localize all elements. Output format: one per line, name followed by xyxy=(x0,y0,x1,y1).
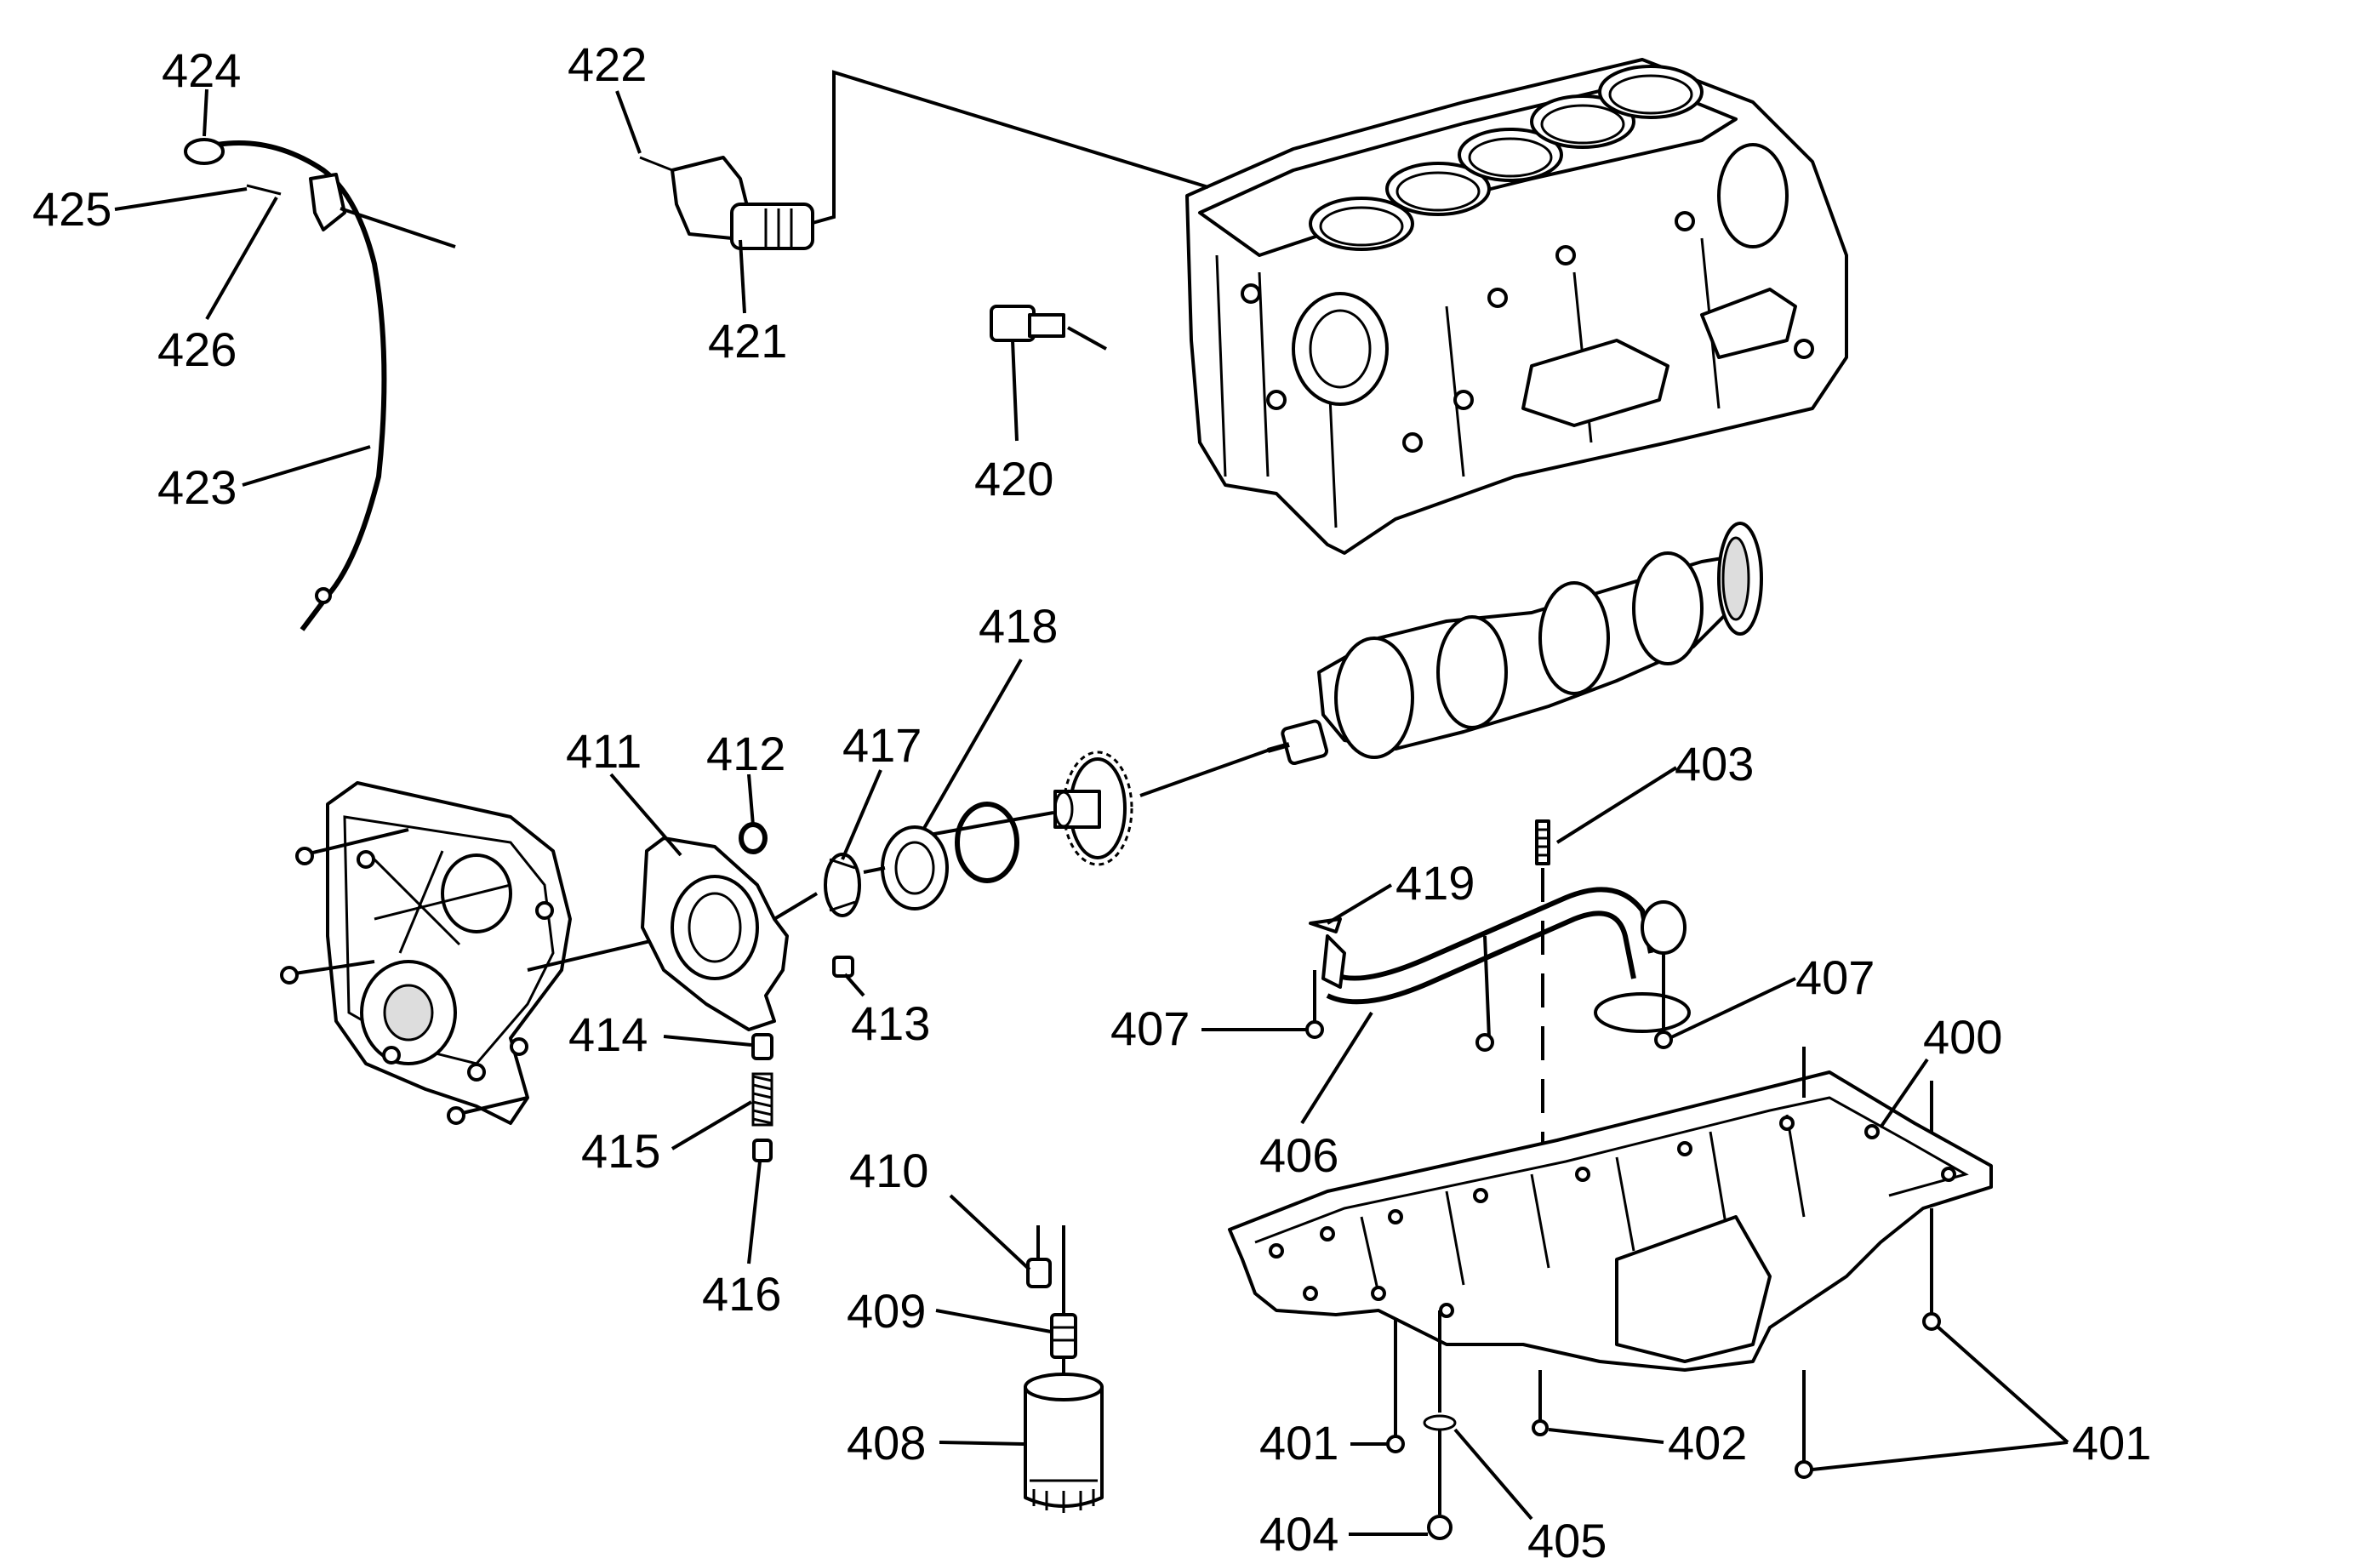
cover-bolts xyxy=(280,828,528,1125)
oil-filter xyxy=(1024,1373,1104,1513)
callout-401-right: 401 xyxy=(2072,1416,2151,1470)
callout-404: 404 xyxy=(1259,1507,1338,1561)
callout-407-right: 407 xyxy=(1795,950,1875,1004)
pan-bolts xyxy=(1386,1047,1941,1479)
callout-425: 425 xyxy=(32,182,111,236)
callout-424: 424 xyxy=(162,43,241,97)
pickup-bolt-right xyxy=(1654,953,1673,1049)
callout-415: 415 xyxy=(581,1124,660,1178)
filter-adapter xyxy=(1026,1225,1052,1288)
callout-406: 406 xyxy=(1259,1128,1338,1182)
callout-422: 422 xyxy=(568,37,647,91)
callout-408: 408 xyxy=(847,1416,926,1470)
front-cover xyxy=(326,781,572,1125)
engine-block xyxy=(1185,58,1848,555)
dipstick-tube xyxy=(184,138,387,631)
callout-405: 405 xyxy=(1527,1514,1607,1564)
drain-plug xyxy=(1423,1310,1457,1540)
oil-pickup-tube xyxy=(1309,887,1691,1033)
callout-412: 412 xyxy=(706,727,785,780)
callout-403: 403 xyxy=(1675,737,1754,791)
callout-421: 421 xyxy=(708,314,787,368)
dipstick-bolt xyxy=(246,184,282,196)
callout-413: 413 xyxy=(851,996,930,1050)
relief-valve xyxy=(752,1139,773,1162)
stud xyxy=(1535,819,1550,865)
callout-423: 423 xyxy=(157,460,237,514)
crank-centerline xyxy=(1139,747,1273,797)
reluctor-ring xyxy=(881,825,949,910)
filter-fitting xyxy=(1050,1313,1077,1359)
oil-pressure-sensor xyxy=(990,305,1065,342)
pump-rotor xyxy=(824,853,861,917)
callout-401-left: 401 xyxy=(1259,1416,1338,1470)
valve-bolt xyxy=(639,156,673,172)
callout-410: 410 xyxy=(849,1144,928,1197)
pan-fastener xyxy=(1532,1370,1549,1436)
oil-control-valve xyxy=(671,156,814,250)
relief-valve-spring xyxy=(751,1072,773,1127)
crank-sprocket xyxy=(1053,751,1133,866)
callout-407-left: 407 xyxy=(1110,1002,1190,1055)
callout-414: 414 xyxy=(568,1007,648,1061)
pickup-nut xyxy=(1475,1033,1494,1052)
callout-400: 400 xyxy=(1923,1010,2002,1064)
callout-426: 426 xyxy=(157,323,237,376)
leader-lines xyxy=(114,88,2069,1536)
pump-plug xyxy=(832,956,854,978)
pickup-bolt-left xyxy=(1305,970,1324,1039)
o-ring xyxy=(955,802,1019,883)
callout-416: 416 xyxy=(702,1267,781,1321)
callout-417: 417 xyxy=(842,718,922,772)
callout-420: 420 xyxy=(974,452,1053,505)
oil-pump-housing xyxy=(641,836,789,1031)
callout-419: 419 xyxy=(1395,856,1475,910)
callout-411: 411 xyxy=(566,724,642,778)
callout-418: 418 xyxy=(979,599,1058,653)
relief-valve-plug xyxy=(751,1033,773,1060)
callout-409: 409 xyxy=(847,1284,926,1338)
pump-seal xyxy=(739,822,768,854)
callout-402: 402 xyxy=(1668,1416,1747,1470)
crankshaft xyxy=(1267,522,1763,766)
oil-pan xyxy=(1228,1070,1993,1372)
